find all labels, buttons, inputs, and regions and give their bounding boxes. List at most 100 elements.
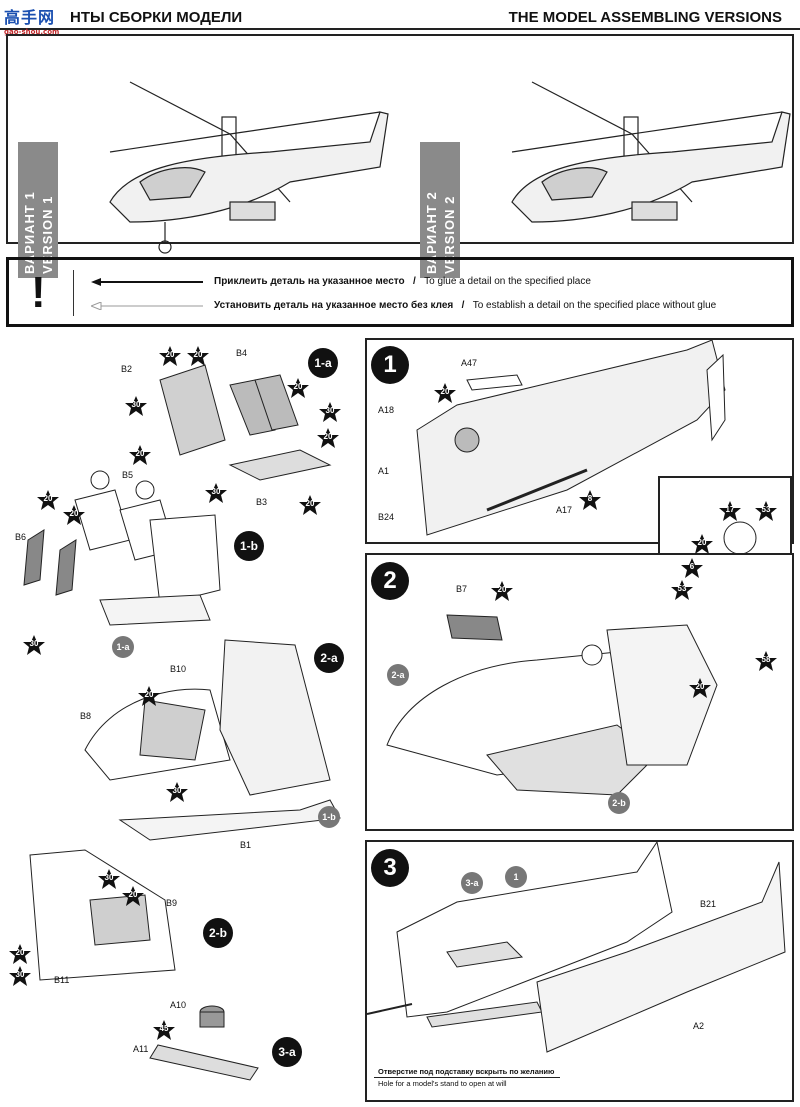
ref-2b: 2-b [608,792,630,814]
star-icon [491,581,513,601]
star-icon [37,490,59,510]
star-icon [434,383,456,403]
part-b7: B7 [456,584,468,594]
paint-star-p53a: 53 [754,501,778,521]
legend-glue-en: To glue a detail on the specified place [424,276,591,287]
paint-star-p17: 17 [718,501,742,521]
star-icon [755,651,777,671]
paint-star-p20k: 20 [8,944,32,964]
paint-number: 53 [677,584,687,593]
paint-star-p20d: 20 [286,378,310,398]
paint-number: 8 [587,494,593,503]
legend-no-glue-row: Установить деталь на указанное место без… [214,300,716,311]
step-2-panel [365,553,794,831]
paint-number: 20 [15,948,25,957]
legend-box: ! Приклеить деталь на указанное место / … [6,257,794,327]
paint-star-p20h: 20 [62,505,86,525]
paint-number: 20 [135,449,145,458]
paint-number: 20 [193,350,203,359]
stand-note-en: Hole for a model's stand to open at will [378,1079,507,1088]
star-icon [719,501,741,521]
step-2-drawing [386,614,718,796]
stand-note-divider [374,1077,560,1078]
paint-star-p8: 8 [578,490,602,510]
paint-star-p30f: 30 [97,869,121,889]
page-header: 高手网 gao-shou.com НТЫ СБОРКИ МОДЕЛИ THE M… [0,0,800,36]
version-2-badge: ВАРИАНТ 2 VERSION 2 [420,142,460,278]
paint-number: 6 [689,562,695,571]
part-a1: A1 [378,466,390,476]
part-b1: B1 [240,840,252,850]
versions-panel: ВАРИАНТ 1 VERSION 1 ВАРИАНТ 2 VERSION 2 [6,34,794,278]
paint-star-p30a: 30 [124,396,148,416]
star-icon [98,869,120,889]
paint-number: 20 [165,350,175,359]
star-icon [23,635,45,655]
star-icon [138,686,160,706]
star-icon [299,495,321,515]
paint-number: 20 [305,499,315,508]
part-a17: A17 [556,505,573,515]
legend-divider [73,270,74,316]
star-icon [681,558,703,578]
star-icon [122,886,144,906]
part-a10: A10 [170,1000,187,1010]
attention-icon: ! [31,268,46,317]
paint-star-p30b: 30 [318,402,342,422]
step-1-drawing [416,340,726,536]
paint-number: 20 [293,382,303,391]
glue-arrow-icon [91,278,203,286]
logo-main: 高手网 [4,8,56,27]
star-icon [125,396,147,416]
part-b6: B6 [15,532,27,542]
part-b2: B2 [121,364,133,374]
paint-number: 20 [323,432,333,441]
star-icon [579,490,601,510]
step-3-number: 3 [371,849,409,887]
title-russian: НТЫ СБОРКИ МОДЕЛИ [70,9,243,26]
star-icon [63,505,85,525]
paint-number: 20 [43,494,53,503]
legend-glue-row: Приклеить деталь на указанное место / To… [214,276,591,287]
paint-number: 20 [695,682,705,691]
left-column-drawings [23,364,341,1081]
paint-number: 20 [697,538,707,547]
version-1-badge: ВАРИАНТ 1 VERSION 1 [18,142,58,278]
step-1-panel [365,338,794,544]
paint-star-p20l: 20 [433,383,457,403]
star-icon [129,445,151,465]
star-icon [317,428,339,448]
site-logo: 高手网 gao-shou.com [4,4,74,36]
paint-number: 45 [159,1024,169,1033]
star-icon [9,944,31,964]
step-3-panel [365,840,794,1102]
star-icon [153,1020,175,1040]
paint-star-p58: 58 [754,651,778,671]
paint-number: 20 [440,387,450,396]
legend-no-glue-en: To establish a detail on the specified p… [472,300,717,311]
paint-star-p20b: 20 [186,346,210,366]
paint-star-p20n: 20 [690,534,714,554]
paint-number: 30 [325,406,335,415]
paint-number: 30 [211,487,221,496]
star-icon [205,483,227,503]
helicopter-version-1-drawing [109,81,389,254]
paint-number: 30 [172,786,182,795]
paint-star-p20o: 20 [688,678,712,698]
paint-star-p20j: 20 [121,886,145,906]
sub-step-1a-badge: 1-a [308,348,338,378]
paint-star-p53b: 53 [670,580,694,600]
paint-star-p20a: 20 [158,346,182,366]
part-b3: B3 [256,497,268,507]
paint-star-p6: 6 [680,558,704,578]
part-b8: B8 [80,711,92,721]
stand-note-ru: Отверстие под подставку вскрыть по желан… [378,1067,555,1076]
ref-1: 1 [505,866,527,888]
part-a18: A18 [378,405,395,415]
star-icon [755,501,777,521]
paint-number: 30 [131,400,141,409]
paint-number: 20 [497,585,507,594]
star-icon [287,378,309,398]
paint-star-p30d: 30 [22,635,46,655]
paint-star-p20m: 20 [490,581,514,601]
